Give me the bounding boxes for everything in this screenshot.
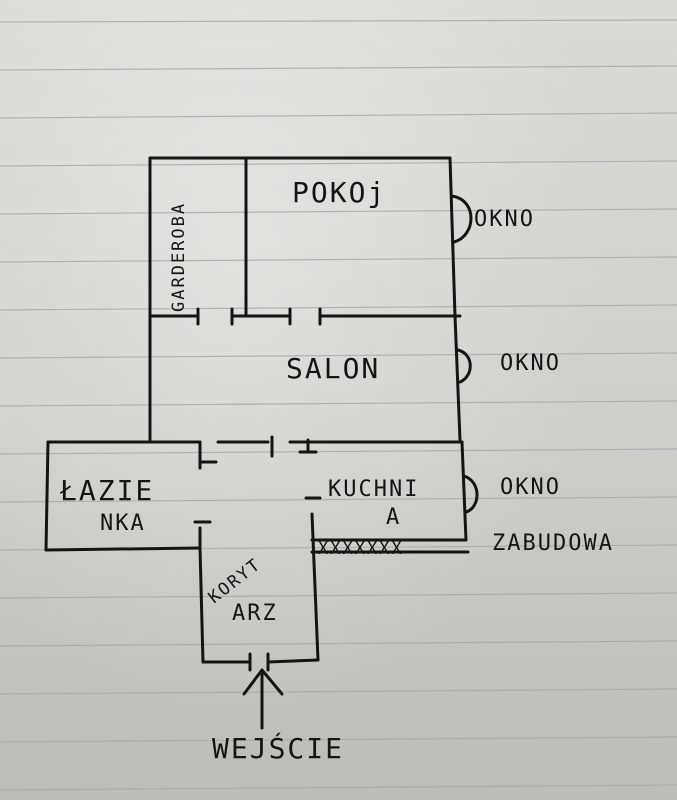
- door-marks: [193, 307, 322, 672]
- windows: [450, 194, 479, 514]
- label-korytarz-line1: KORYT: [205, 555, 266, 608]
- label-lazienka-line2: NKA: [100, 511, 146, 536]
- entrance-arrow-head: [242, 668, 284, 696]
- wall-korytarz-left: [198, 546, 205, 664]
- label-korytarz-line2: ARZ: [232, 601, 278, 626]
- label-salon: SALON: [286, 352, 380, 385]
- label-garderoba: GARDEROBA: [169, 202, 189, 312]
- door-salon-jamb: [270, 435, 318, 458]
- label-counter: ZABUDOWA: [492, 531, 614, 556]
- wall-lazienka-bottom: [44, 546, 202, 552]
- door-entrance-jamb: [248, 652, 270, 672]
- window-salon-arc: [456, 348, 472, 384]
- door-pokoj-jamb: [288, 307, 322, 326]
- entrance-arrow: [242, 668, 284, 730]
- label-entrance: WEJŚCIE: [212, 731, 344, 765]
- window-pokoj-arc: [450, 194, 473, 244]
- label-kuchnia-line1: KUCHNI: [328, 477, 419, 502]
- door-garderoba-jamb: [196, 307, 234, 326]
- window-kuchnia-arc: [462, 474, 479, 514]
- door-lazienka-jamb: [193, 460, 218, 524]
- wall-kuchnia-right: [460, 440, 468, 542]
- label-window-kuchnia: OKNO: [500, 475, 561, 500]
- ruled-lines: [0, 19, 677, 791]
- wall-lazienka-left: [44, 440, 50, 552]
- wall-korytarz-bottom: [201, 658, 320, 664]
- wall-right-salon: [453, 314, 462, 442]
- counter-marks: XXXXXXX: [318, 539, 404, 559]
- label-lazienka-line1: ŁAZIE: [59, 474, 154, 507]
- wall-korytarz-right: [310, 512, 320, 662]
- wall-right-pokoj: [448, 156, 457, 318]
- label-window-pokoj: OKNO: [474, 207, 535, 232]
- label-window-salon: OKNO: [500, 351, 561, 376]
- walls: [44, 156, 470, 664]
- label-kuchnia-line2: A: [386, 505, 401, 530]
- label-pokoj: POKOj: [292, 176, 386, 209]
